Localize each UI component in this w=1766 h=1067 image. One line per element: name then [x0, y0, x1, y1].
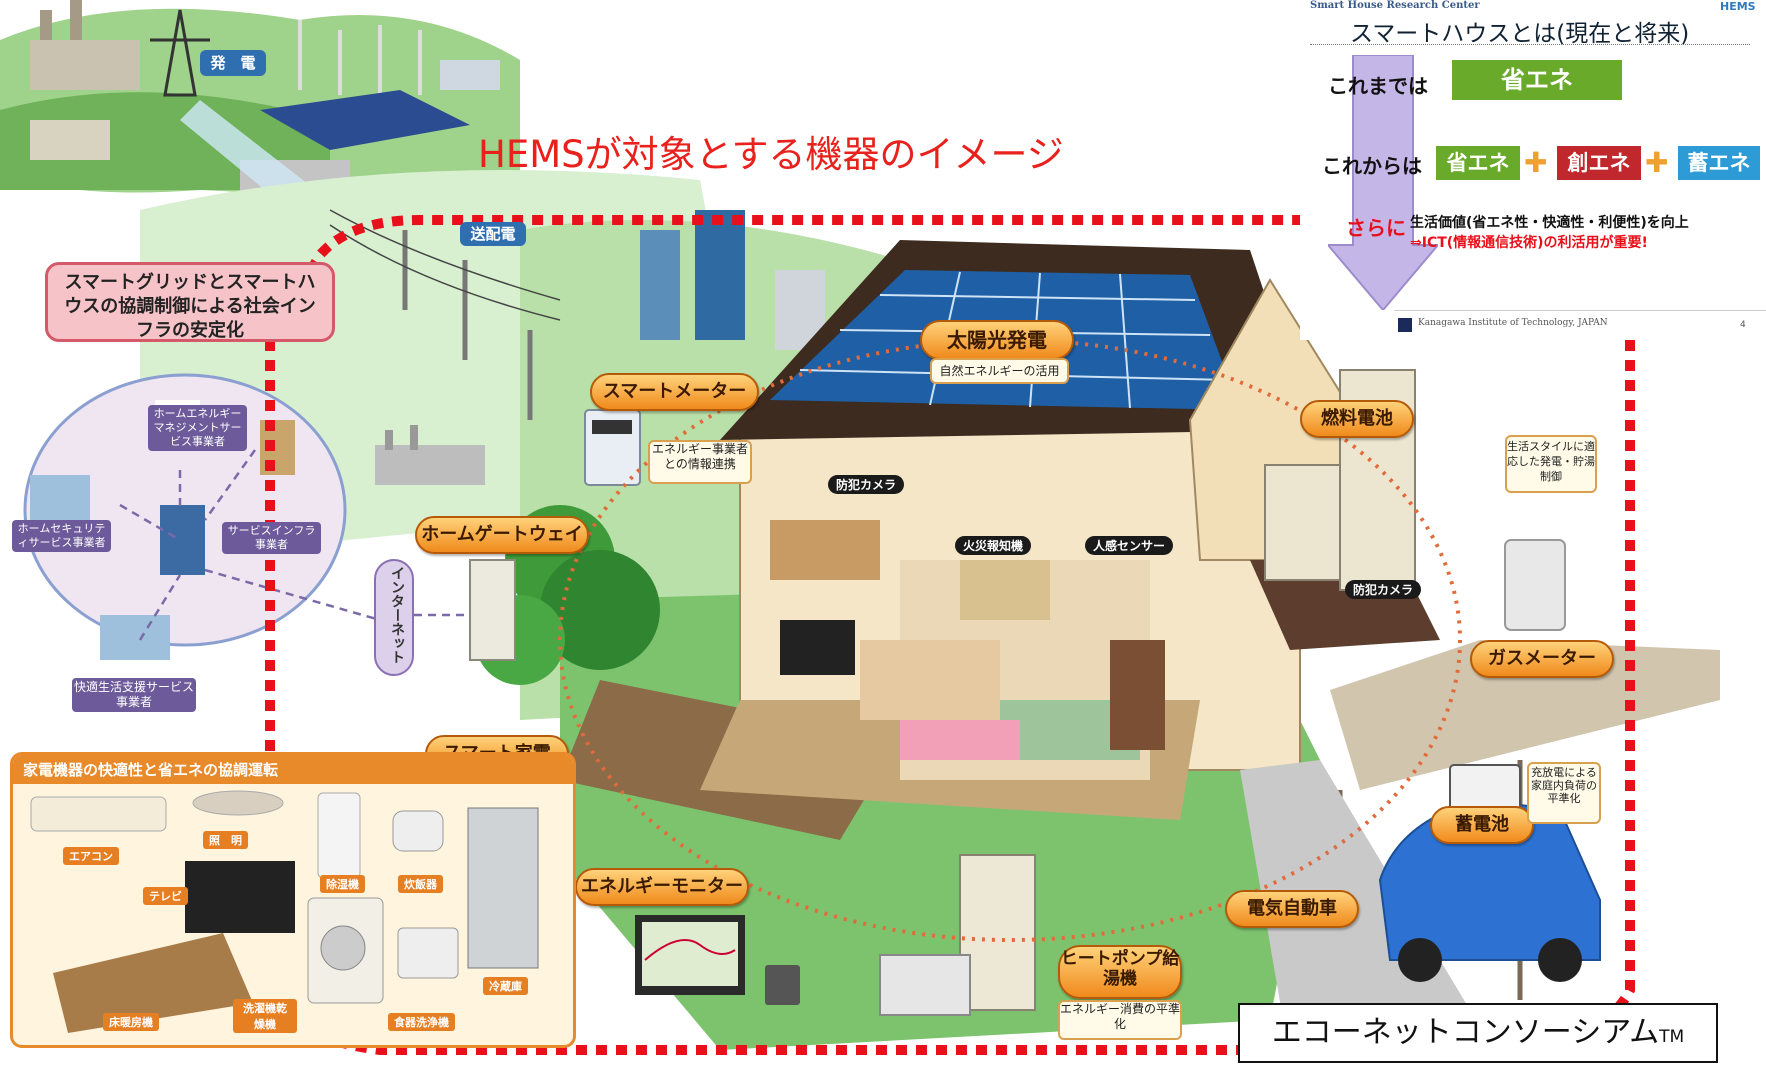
hems-logo: HEMS [1720, 0, 1756, 13]
washer-label: 洗濯機乾燥機 [233, 999, 297, 1033]
kit-logo-icon [1398, 318, 1412, 332]
smartgrid-box: スマートグリッドとスマートハウスの協調制御による社会インフラの安定化 [45, 262, 335, 342]
store-box: 蓄エネ [1678, 146, 1760, 180]
moreover-label: さらに [1346, 216, 1406, 240]
heatpump-note: エネルギー消費の平準化 [1058, 1000, 1182, 1040]
hems-provider-label: ホームエネルギーマネジメントサービス事業者 [148, 405, 247, 451]
dishwasher-label: 食器洗浄機 [388, 1013, 455, 1031]
plus-icon-1: ✚ [1524, 146, 1548, 179]
fire-alarm-label: 火災報知機 [955, 536, 1032, 555]
dehumidifier-label: 除湿機 [320, 875, 365, 893]
motion-sensor-label: 人感センサー [1085, 536, 1174, 555]
slide-title: スマートハウスとは(現在と将来) [1350, 21, 1690, 47]
slide-footer: Kanagawa Institute of Technology, JAPAN [1418, 318, 1608, 328]
solar-label: 太陽光発電 [920, 320, 1074, 360]
home-gateway-label: ホームゲートウェイ [415, 516, 589, 554]
internet-label: インターネット [389, 566, 405, 664]
consortium-text: エコーネットコンソーシアム [1271, 1015, 1660, 1050]
smartgrid-text: スマートグリッドとスマートハウスの協調制御による社会インフラの安定化 [64, 272, 316, 341]
appliance-box-title: 家電機器の快適性と省エネの協調運転 [13, 755, 573, 784]
slide-line-1: 生活価値(省エネ性・快適性・利便性)を向上 [1410, 215, 1689, 231]
consortium-box: エコーネットコンソーシアムTM [1238, 1003, 1718, 1063]
main-title: HEMSが対象とする機器のイメージ [478, 133, 1064, 176]
energy-monitor-label: エネルギーモニター [575, 868, 749, 906]
fuel-cell-label: 燃料電池 [1300, 400, 1414, 438]
fridge-label: 冷蔵庫 [483, 977, 528, 995]
slide-footer-rule [1394, 310, 1766, 311]
until-now-label: これまでは [1328, 74, 1428, 98]
slide-title-rule [1310, 44, 1750, 45]
solar-note: 自然エネルギーの活用 [930, 358, 1069, 384]
floor-heating-label: 床暖房機 [103, 1013, 159, 1031]
security-provider-label: ホームセキュリティサービス事業者 [12, 520, 111, 552]
slide-header: Smart House Research Center [1310, 0, 1480, 11]
trademark: TM [1659, 1027, 1685, 1047]
ev-label: 電気自動車 [1225, 890, 1359, 928]
plus-icon-2: ✚ [1645, 146, 1669, 179]
life-support-label: 快適生活支援サービス事業者 [72, 678, 196, 712]
lighting-label: 照 明 [203, 831, 248, 849]
gas-meter-label: ガスメーター [1470, 640, 1614, 678]
rice-cooker-label: 炊飯器 [398, 875, 443, 893]
generation-label: 発 電 [200, 50, 266, 76]
down-arrow-icon [1328, 55, 1438, 310]
eco-box-2: 省エネ [1436, 146, 1520, 180]
tv-label: テレビ [143, 887, 188, 905]
storage-label: 蓄電池 [1430, 806, 1534, 844]
create-box: 創エネ [1557, 146, 1641, 180]
smart-meter-note: エネルギー事業者との情報連携 [648, 440, 752, 484]
transmission-label: 送配電 [460, 222, 526, 246]
infra-provider-label: サービスインフラ事業者 [222, 522, 321, 554]
aircon-label: エアコン [63, 847, 119, 865]
eco-box: 省エネ [1452, 60, 1622, 100]
slide-panel: Smart House Research Center HEMS スマートハウス… [1300, 0, 1766, 340]
security-camera-label-2: 防犯カメラ [1345, 580, 1422, 599]
slide-page-number: 4 [1740, 320, 1746, 330]
appliance-box: 家電機器の快適性と省エネの協調運転 エアコン 照 明 テレビ 除湿機 炊飯器 冷… [10, 752, 576, 1048]
from-now-label: これからは [1322, 154, 1422, 178]
storage-note: 充放電による家庭内負荷の平準化 [1527, 762, 1601, 824]
slide-line-2: ⇒ICT(情報通信技術)の利活用が重要! [1410, 235, 1648, 251]
smart-meter-label: スマートメーター [590, 373, 759, 411]
security-camera-label-1: 防犯カメラ [828, 475, 905, 494]
fuel-cell-note: 生活スタイルに適応した発電・貯湯制御 [1505, 435, 1597, 493]
heatpump-label: ヒートポンプ給湯機 [1058, 945, 1182, 999]
appliance-illustration [30, 790, 539, 1033]
